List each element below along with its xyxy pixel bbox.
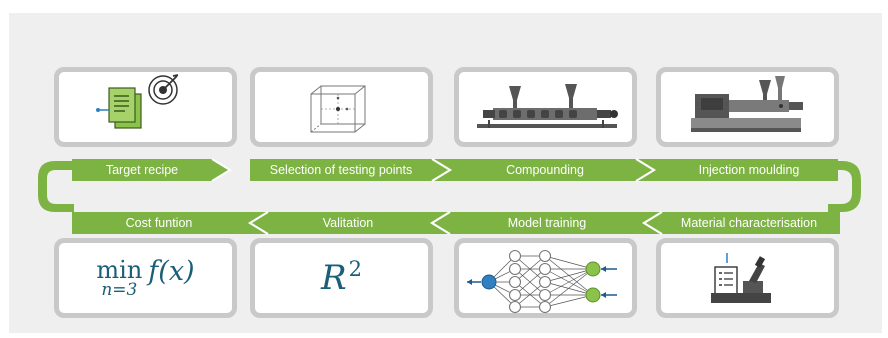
step-label-selection-testing-points: Selection of testing points	[269, 163, 413, 177]
extruder-icon	[477, 84, 618, 128]
step-label-compounding: Compounding	[506, 163, 584, 177]
min-expression: f(x)	[148, 255, 195, 287]
cube-points-icon	[310, 85, 366, 133]
card-cost-function: min n=3 f(x)	[54, 238, 237, 318]
step-label-model-training: Model training	[507, 216, 587, 230]
injection-machine-icon	[691, 76, 803, 132]
r-base: R	[321, 258, 347, 298]
chevron-cost-function	[72, 212, 266, 234]
chevron-compounding	[434, 159, 654, 181]
card-model-training	[454, 238, 637, 318]
card-injection-moulding	[656, 67, 839, 147]
chevron-model-training	[432, 212, 660, 234]
step-label-cost-function: Cost funtion	[125, 216, 193, 230]
step-label-injection-moulding: Injection moulding	[698, 163, 800, 177]
right-turn-arrow	[828, 161, 861, 212]
step-label-material-characterisation: Material characterisation	[680, 216, 818, 230]
left-turn-arrow	[38, 161, 74, 212]
chevron-selection-testing-points	[250, 159, 450, 181]
r-exponent: 2	[348, 257, 362, 281]
neural-network-icon	[467, 249, 617, 313]
lab-microscope-icon	[711, 253, 771, 303]
card-selection-testing-points	[250, 67, 433, 147]
min-word: min	[96, 255, 143, 284]
card-target-recipe	[54, 67, 237, 147]
chevron-target-recipe	[72, 159, 230, 181]
card-compounding	[454, 67, 637, 147]
r-squared-icon: R 2	[255, 243, 428, 313]
card-validation: R 2	[250, 238, 433, 318]
chevron-material-characterisation	[644, 212, 840, 234]
step-label-validation: Valitation	[322, 216, 374, 230]
chevron-injection-moulding	[638, 159, 838, 181]
min-function-icon: min n=3 f(x)	[59, 243, 232, 313]
card-material-characterisation	[656, 238, 839, 318]
target-document-icon	[96, 74, 179, 129]
step-label-target-recipe: Target recipe	[105, 163, 179, 177]
min-subscript: n=3	[101, 279, 138, 300]
chevron-validation	[250, 212, 448, 234]
